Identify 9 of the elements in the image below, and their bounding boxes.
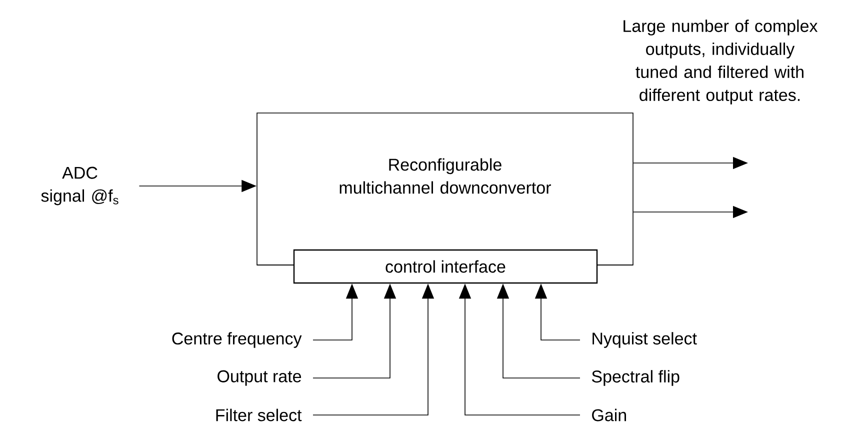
interface-box: control interface [293, 249, 598, 284]
output-note: Large number of complex outputs, individually tuned and filtered with different output rates. [624, 20, 818, 104]
control-label: Centre frequency [172, 332, 302, 348]
control-label: Nyquist select [592, 332, 697, 348]
control-label: Gain [592, 408, 626, 422]
control-label: Filter select [216, 408, 302, 422]
control-label: Output rate [218, 370, 302, 386]
control-label: Spectral flip [592, 370, 680, 386]
input-label: ADC signal @f$_{s}$ [41, 166, 118, 206]
